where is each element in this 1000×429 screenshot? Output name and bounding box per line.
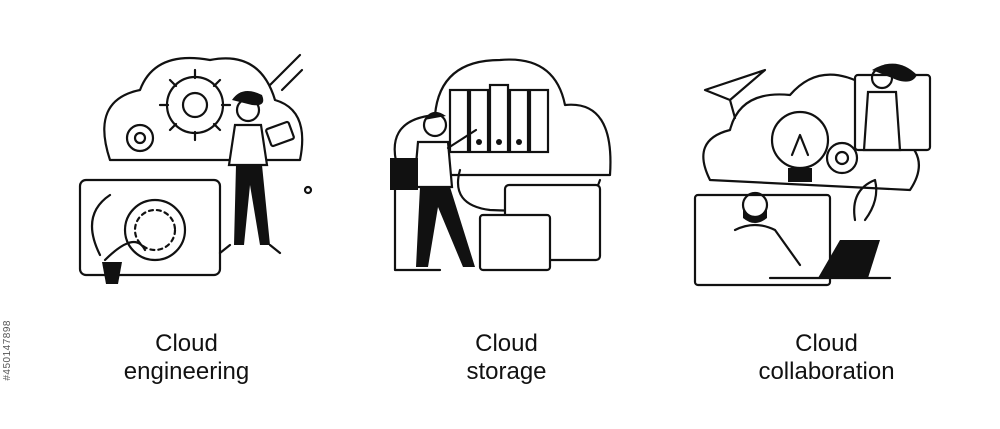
caption-line-2: engineering xyxy=(123,358,250,385)
lightbulb-icon xyxy=(770,110,830,182)
panel-cloud-storage: Cloud storage xyxy=(340,0,673,429)
binders-icon xyxy=(448,83,550,154)
panel-cloud-collaboration: Cloud collaboration xyxy=(660,0,993,429)
cloud-engineering-illustration xyxy=(78,53,313,284)
caption-cloud-collaboration: Cloud collaboration xyxy=(660,330,993,386)
caption-line-2: storage xyxy=(466,358,547,385)
large-gear-icon xyxy=(158,68,232,142)
small-gear-icon xyxy=(125,123,155,153)
woman-with-tablet xyxy=(218,91,295,255)
plant-leaves-icon xyxy=(853,178,878,222)
man-with-box xyxy=(390,111,478,267)
cloud-collaboration-illustration xyxy=(693,63,932,287)
plant-pot-icon xyxy=(102,262,122,284)
video-window-man xyxy=(693,193,832,287)
stock-id-label: #450147898 xyxy=(2,320,13,381)
caption-line-1: Cloud xyxy=(475,330,538,357)
monitor-window xyxy=(78,178,222,277)
panel-cloud-engineering: Cloud engineering xyxy=(20,0,353,429)
caption-line-1: Cloud xyxy=(155,330,218,357)
plant-leaves-icon xyxy=(90,193,147,262)
cloud-storage-illustration xyxy=(390,58,612,272)
paper-plane-icon xyxy=(703,68,767,120)
laptop-icon xyxy=(818,240,880,278)
browser-window-front xyxy=(478,213,552,272)
caption-line-2: collaboration xyxy=(758,358,895,385)
woman-avatar xyxy=(862,63,917,152)
caption-cloud-storage: Cloud storage xyxy=(340,330,673,386)
caption-line-1: Cloud xyxy=(795,330,858,357)
caption-cloud-engineering: Cloud engineering xyxy=(20,330,353,386)
gear-icon xyxy=(825,141,859,175)
man-avatar xyxy=(733,191,802,267)
